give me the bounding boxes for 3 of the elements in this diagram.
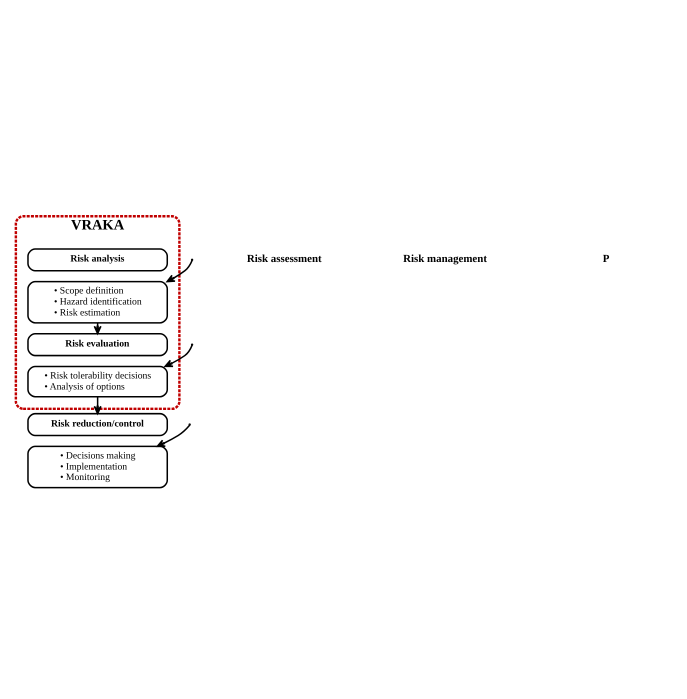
label: Risk management xyxy=(403,252,487,265)
label: P xyxy=(602,252,610,265)
label: Risk assessment xyxy=(246,252,322,265)
